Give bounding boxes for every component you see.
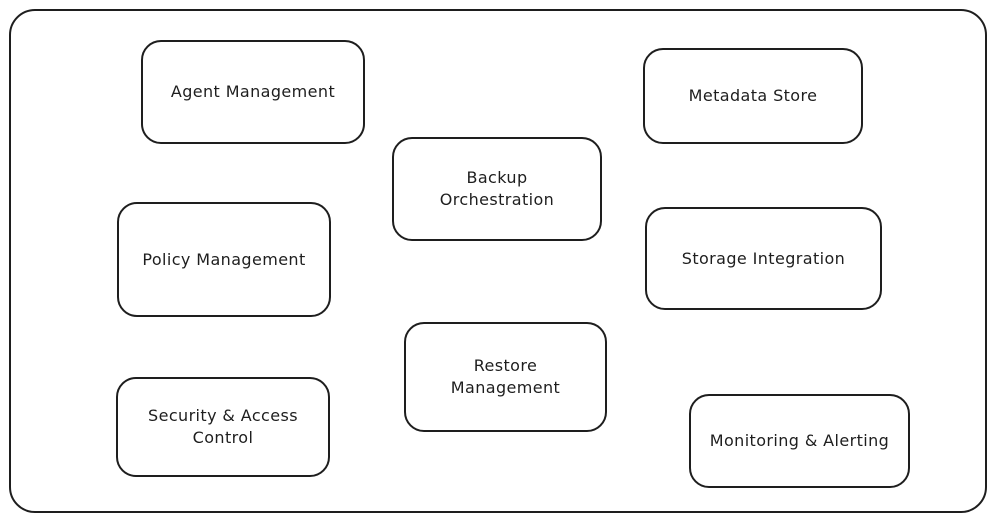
policy-management-node[interactable]: Policy Management bbox=[117, 202, 331, 317]
restore-management-label: Restore Management bbox=[450, 356, 561, 397]
agent-management-label: Agent Management bbox=[170, 82, 336, 101]
security-access-control-label: Security & Access Control bbox=[148, 406, 298, 447]
restore-management-node[interactable]: Restore Management bbox=[404, 322, 607, 432]
monitoring-alerting-label: Monitoring & Alerting bbox=[709, 431, 890, 450]
security-access-control-node[interactable]: Security & Access Control bbox=[116, 377, 330, 477]
monitoring-alerting-node[interactable]: Monitoring & Alerting bbox=[689, 394, 910, 488]
policy-management-label: Policy Management bbox=[142, 249, 306, 269]
metadata-store-node[interactable]: Metadata Store bbox=[643, 48, 863, 144]
system-boundary bbox=[9, 9, 987, 513]
backup-orchestration-node[interactable]: Backup Orchestration bbox=[392, 137, 602, 241]
storage-integration-node[interactable]: Storage Integration bbox=[645, 207, 882, 310]
backup-orchestration-label: Backup Orchestration bbox=[439, 168, 555, 209]
storage-integration-label: Storage Integration bbox=[681, 248, 846, 268]
metadata-store-label: Metadata Store bbox=[688, 86, 818, 105]
agent-management-node[interactable]: Agent Management bbox=[141, 40, 365, 144]
